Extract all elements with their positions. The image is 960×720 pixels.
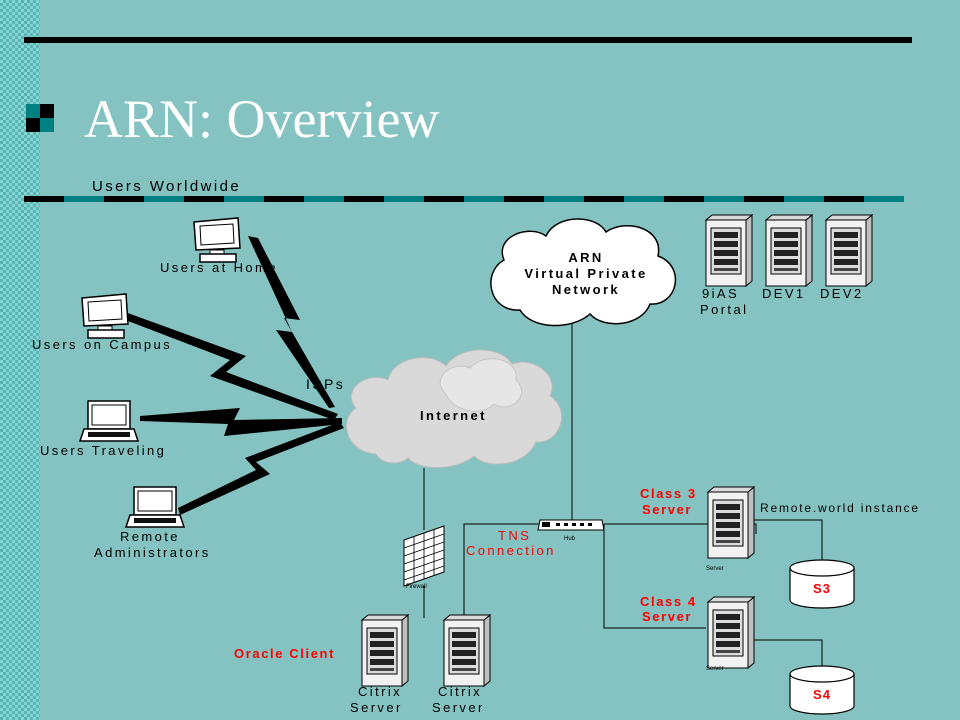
db-s4-icon xyxy=(789,665,855,715)
lightning-admins-icon xyxy=(178,422,344,515)
citrix-1-label-line1: Citrix xyxy=(358,684,402,699)
admin-laptop-icon xyxy=(125,486,185,528)
lightning-home-icon xyxy=(248,236,335,408)
tns-label-line1: TNS xyxy=(498,528,531,543)
db-s3-label: S3 xyxy=(813,581,831,596)
db-s3-icon xyxy=(789,559,855,609)
dev2-label: DEV2 xyxy=(820,286,864,301)
isp-links xyxy=(120,236,344,515)
firewall-icon xyxy=(403,525,445,587)
dev2-server-icon xyxy=(825,214,873,287)
admins-label-line1: Remote xyxy=(120,529,180,544)
vpn-label-line1: ARN xyxy=(568,250,603,265)
title-bullet-icon xyxy=(26,104,54,132)
class3-label-line1: Class 3 xyxy=(640,486,697,501)
citrix-2-label-line2: Server xyxy=(432,700,485,715)
traveling-laptop-icon xyxy=(79,400,139,442)
citrix-1-label-line2: Server xyxy=(350,700,403,715)
citrix-2-label-line1: Citrix xyxy=(438,684,482,699)
remote-instance-label: Remote.world instance xyxy=(760,501,920,515)
vpn-label-line2: Virtual Private xyxy=(524,266,647,281)
class4-label-line1: Class 4 xyxy=(640,594,697,609)
lightning-campus-icon xyxy=(120,312,338,420)
class3-server-tiny-label: Server xyxy=(706,566,724,572)
hub-label: Hub xyxy=(564,536,576,542)
campus-computer-icon xyxy=(81,293,129,339)
users-campus-label: Users on Campus xyxy=(32,337,172,352)
users-worldwide-heading: Users Worldwide xyxy=(92,178,241,195)
class4-server-icon xyxy=(707,596,755,669)
class3-server-icon xyxy=(707,486,755,559)
citrix-server-2-icon xyxy=(443,614,491,687)
admins-label-line2: Administrators xyxy=(94,545,211,560)
slide-title: ARN: Overview xyxy=(84,89,440,149)
firewall-label: Firewall xyxy=(406,584,427,590)
users-traveling-label: Users Traveling xyxy=(40,443,166,458)
internet-cloud-icon xyxy=(346,349,562,469)
tns-label-line2: Connection xyxy=(466,543,556,558)
db-s4-label: S4 xyxy=(813,687,831,702)
internet-label: Internet xyxy=(420,408,487,423)
top-rule xyxy=(24,37,912,43)
isps-label: ISPs xyxy=(306,376,345,392)
class4-label-line2: Server xyxy=(642,609,692,624)
users-home-label: Users at Home xyxy=(160,260,278,275)
dev1-label: DEV1 xyxy=(762,286,806,301)
oracle-client-label: Oracle Client xyxy=(234,646,335,661)
portal-label-line2: Portal xyxy=(700,302,748,317)
connection-lines xyxy=(423,322,823,672)
dev1-server-icon xyxy=(765,214,813,287)
citrix-server-1-icon xyxy=(361,614,409,687)
home-computer-icon xyxy=(193,217,241,263)
lightning-traveling-icon xyxy=(140,408,342,436)
portal-label-line1: 9iAS xyxy=(702,286,739,301)
class3-label-line2: Server xyxy=(642,502,692,517)
hub-icon xyxy=(537,519,605,531)
portal-server-icon xyxy=(705,214,753,287)
vpn-label-line3: Network xyxy=(552,282,620,297)
vpn-cloud xyxy=(490,218,677,327)
class4-server-tiny-label: Server xyxy=(706,666,724,672)
